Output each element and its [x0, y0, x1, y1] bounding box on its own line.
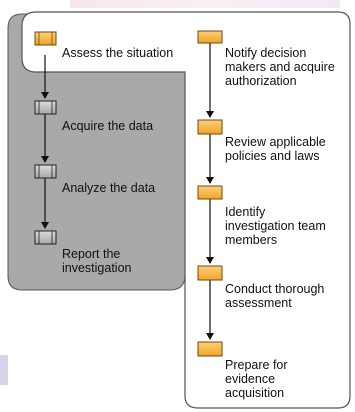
substep-box-conduct — [197, 265, 223, 281]
right-panel — [21, 11, 351, 409]
step-label-assess: Assess the situation — [62, 46, 174, 60]
substep-box-review — [197, 119, 223, 135]
step-box-acquire — [34, 100, 57, 115]
substep-label-review: Review applicable policies and laws — [225, 135, 326, 163]
step-box-analyze — [34, 164, 57, 179]
step-label-analyze: Analyze the data — [62, 181, 156, 195]
background-artifact-top — [70, 0, 340, 8]
step-box-assess — [34, 31, 57, 46]
substep-label-identify: Identify investigation team members — [225, 205, 326, 247]
substep-box-prepare — [197, 341, 223, 357]
substep-box-notify — [197, 30, 223, 44]
step-label-acquire: Acquire the data — [62, 119, 154, 133]
substep-box-identify — [197, 185, 223, 200]
substep-label-notify: Notify decision makers and acquire autho… — [225, 46, 335, 88]
step-label-report: Report the investigation — [62, 247, 132, 275]
left-panel — [7, 13, 186, 291]
step-box-report — [34, 230, 57, 245]
substep-label-prepare: Prepare for evidence acquisition — [225, 358, 288, 400]
substep-label-conduct: Conduct thorough assessment — [225, 282, 325, 310]
background-artifact-left — [0, 355, 8, 385]
